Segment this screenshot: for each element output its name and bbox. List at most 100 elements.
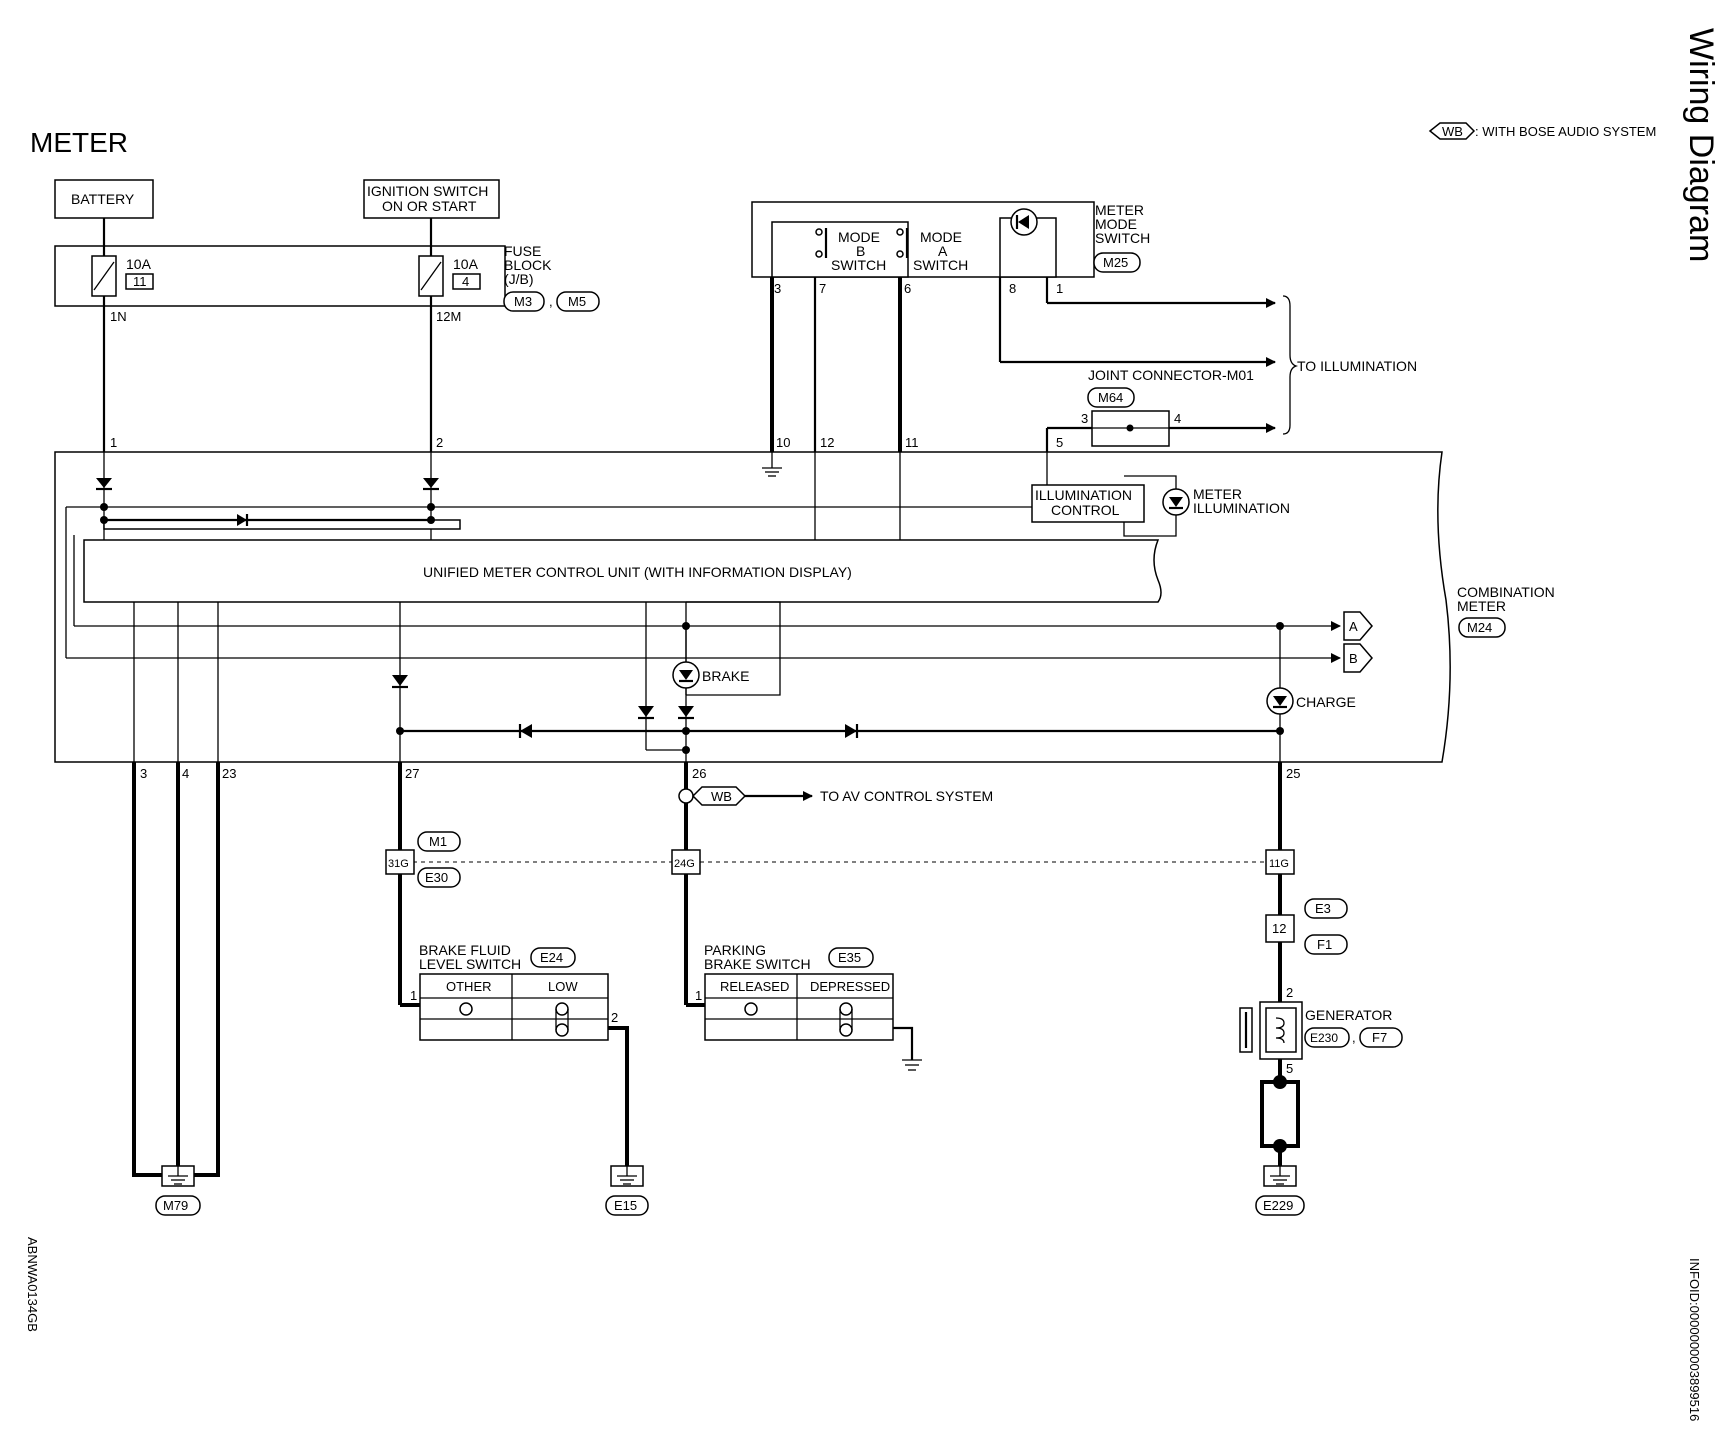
brake-label: BRAKE xyxy=(702,668,749,684)
arrow-flag-a: A xyxy=(1343,611,1373,641)
svg-text:E3: E3 xyxy=(1315,901,1331,916)
svg-text:12M: 12M xyxy=(436,309,461,324)
unified-meter-control-unit xyxy=(83,539,1162,603)
generator-label: GENERATOR xyxy=(1305,1007,1392,1023)
legend-code: WB xyxy=(1442,124,1463,139)
svg-text:5: 5 xyxy=(1286,1061,1293,1076)
svg-text:ILLUMINATION: ILLUMINATION xyxy=(1193,500,1290,516)
parking-brake-switch-table xyxy=(704,973,894,1041)
svg-text:1N: 1N xyxy=(110,309,127,324)
svg-text:3: 3 xyxy=(140,766,147,781)
svg-text:LOW: LOW xyxy=(548,979,578,994)
connector-m1: M1 xyxy=(417,831,461,852)
svg-text:M24: M24 xyxy=(1467,620,1492,635)
harness-connector-11g xyxy=(1265,849,1295,875)
svg-text:2: 2 xyxy=(436,435,443,450)
svg-text:B: B xyxy=(1349,651,1358,666)
ground-e15: E15 xyxy=(605,1195,649,1216)
diode-icon xyxy=(423,478,439,491)
joint-connector-label: JOINT CONNECTOR-M01 xyxy=(1088,367,1254,383)
ground-e229-symbol xyxy=(1263,1165,1297,1187)
svg-text:11: 11 xyxy=(905,435,919,450)
svg-text:E24: E24 xyxy=(540,950,563,965)
diode-icon xyxy=(678,706,694,720)
legend-text: : WITH BOSE AUDIO SYSTEM xyxy=(1475,124,1656,139)
svg-text:M5: M5 xyxy=(568,294,586,309)
svg-text:10A: 10A xyxy=(453,256,479,272)
svg-text:3: 3 xyxy=(774,281,781,296)
joint-connector-m64: M64 xyxy=(1087,387,1135,408)
av-code: WB xyxy=(711,789,732,804)
svg-text:E230: E230 xyxy=(1310,1031,1338,1045)
svg-text:2: 2 xyxy=(611,1010,618,1025)
brake-lamp-icon xyxy=(672,661,700,689)
svg-text:E15: E15 xyxy=(614,1198,637,1213)
svg-text:UNIFIED METER CONTROL UNIT (WI: UNIFIED METER CONTROL UNIT (WITH INFORMA… xyxy=(423,564,852,580)
fuse-block-label-1: FUSE xyxy=(504,243,541,259)
ignition-label-2: ON OR START xyxy=(382,198,477,214)
svg-text:E30: E30 xyxy=(425,870,448,885)
side-title: Wiring Diagram xyxy=(1682,28,1720,262)
parking-brake-label-2: BRAKE SWITCH xyxy=(704,956,811,972)
arrow-flag-b: B xyxy=(1343,643,1373,673)
connector-f1: F1 xyxy=(1304,934,1348,955)
ground-m79: M79 xyxy=(155,1195,201,1216)
fuse-block-label-2: BLOCK xyxy=(504,257,552,273)
fuse-connector-m5: M5 xyxy=(556,291,600,312)
diode-icon xyxy=(96,478,112,491)
illumination-control-box xyxy=(1031,484,1145,523)
fuse-block-label-3: (J/B) xyxy=(504,271,534,287)
parking-brake-label-1: PARKING xyxy=(704,942,766,958)
connector-pin-12 xyxy=(1265,914,1295,943)
ground-symbol-parking xyxy=(902,1059,922,1071)
brake-fluid-label-2: LEVEL SWITCH xyxy=(419,956,521,972)
svg-text:12: 12 xyxy=(1272,921,1286,936)
doc-id-right: INFOID:0000000003899516 xyxy=(1687,1258,1702,1421)
meter-mode-switch-label-3: SWITCH xyxy=(1095,230,1150,246)
svg-text:E229: E229 xyxy=(1263,1198,1293,1213)
generator-symbol xyxy=(1239,1001,1303,1060)
diode-icon xyxy=(237,514,249,526)
svg-text:E35: E35 xyxy=(838,950,861,965)
brake-fluid-label-1: BRAKE FLUID xyxy=(419,942,511,958)
svg-text:OTHER: OTHER xyxy=(446,979,492,994)
svg-text:ILLUMINATION: ILLUMINATION xyxy=(1035,487,1132,503)
svg-text:24G: 24G xyxy=(674,858,695,870)
svg-text:MODE: MODE xyxy=(838,229,880,245)
av-label: TO AV CONTROL SYSTEM xyxy=(820,788,993,804)
charge-lamp-icon xyxy=(1266,687,1294,715)
connector-e3: E3 xyxy=(1304,898,1348,919)
svg-text:M3: M3 xyxy=(514,294,532,309)
meter-mode-switch-label-1: METER xyxy=(1095,202,1144,218)
svg-text:1: 1 xyxy=(110,435,117,450)
svg-text:M79: M79 xyxy=(163,1198,188,1213)
svg-text:DEPRESSED: DEPRESSED xyxy=(810,979,890,994)
svg-text:8: 8 xyxy=(1009,281,1016,296)
svg-text:10A: 10A xyxy=(126,256,152,272)
svg-text:M64: M64 xyxy=(1098,390,1123,405)
svg-text:RELEASED: RELEASED xyxy=(720,979,789,994)
parking-brake-connector-e35: E35 xyxy=(828,947,874,968)
ignition-label-1: IGNITION SWITCH xyxy=(367,183,488,199)
svg-text:7: 7 xyxy=(819,281,826,296)
svg-text:F7: F7 xyxy=(1372,1030,1387,1045)
diode-icon xyxy=(845,724,859,738)
legend: WB : WITH BOSE AUDIO SYSTEM xyxy=(1428,122,1656,140)
diode-icon xyxy=(638,706,654,720)
brake-fluid-connector-e24: E24 xyxy=(530,947,576,968)
fuse-connector-m3: M3 xyxy=(503,291,545,312)
mode-switch-connector-m25: M25 xyxy=(1093,252,1141,273)
svg-text:3: 3 xyxy=(1081,411,1088,426)
diagram-title: METER xyxy=(30,127,128,158)
svg-text:MODE: MODE xyxy=(920,229,962,245)
to-illumination-label: TO ILLUMINATION xyxy=(1297,358,1417,374)
svg-text:M25: M25 xyxy=(1103,255,1128,270)
svg-text:1: 1 xyxy=(695,988,702,1003)
generator-connector-f7: F7 xyxy=(1359,1027,1403,1048)
svg-text:SWITCH: SWITCH xyxy=(831,257,886,273)
doc-id-left: ABNWA0134GB xyxy=(25,1237,40,1332)
svg-text:6: 6 xyxy=(904,281,911,296)
harness-connector-24g xyxy=(671,849,701,875)
ground-e229: E229 xyxy=(1255,1195,1305,1216)
